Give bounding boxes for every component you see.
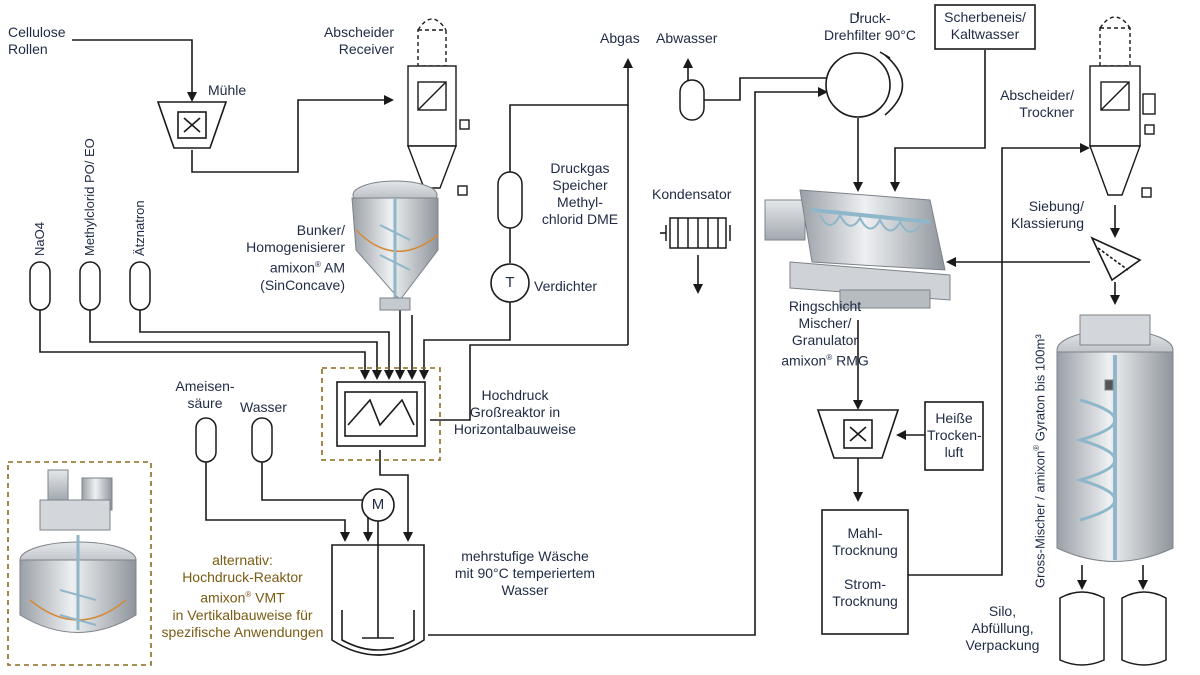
label-siebung: Siebung/Klassierung <box>1010 198 1084 231</box>
tank-druckgas <box>497 171 523 229</box>
line-muehle-receiver <box>191 95 394 173</box>
muehle2-symbol <box>816 409 900 459</box>
waesche-vessel <box>331 488 425 656</box>
verdichter-letter: T <box>505 274 515 291</box>
vmt-reactor-image <box>19 469 137 633</box>
line-cellulose-muehle <box>72 39 197 102</box>
receiver-symbol <box>406 18 470 196</box>
tank-wasser <box>251 417 273 463</box>
bunker-vessel <box>351 180 439 311</box>
tank-aetznatron <box>129 261 151 311</box>
line-waesche-filter <box>428 87 828 636</box>
tank-methylchlorid <box>79 261 101 311</box>
label-verdichter: Verdichter <box>534 278 598 294</box>
reactor-dashed-box <box>321 367 441 461</box>
muehle-symbol <box>156 101 228 149</box>
tank-nao4 <box>29 261 51 311</box>
label-abwasser: Abwasser <box>656 30 718 46</box>
label-aetznatron: Ätznatron <box>132 200 147 256</box>
label-gross-mischer: Gross-Mischer / amixon® Gyraton bis 100m… <box>1032 334 1048 588</box>
label-methylchlorid: Methylclorid PO/ EO <box>82 138 97 256</box>
line-methylchlorid <box>89 310 382 380</box>
drehfilter-symbol <box>825 51 904 118</box>
siebung-symbol <box>1090 236 1142 282</box>
alternativ-dashed-box <box>7 461 152 666</box>
kondensator-symbol <box>665 217 731 249</box>
gyraton-mixer-image <box>1056 314 1174 562</box>
label-kondensator: Kondensator <box>652 186 732 202</box>
mahl-trocknung-box <box>821 509 909 635</box>
trockner-symbol <box>1088 16 1156 198</box>
line-aetznatron <box>139 310 394 380</box>
label-scherbeneis: Scherbeneis/Kaltwasser <box>944 9 1026 42</box>
label-druckfilter: Druck-Drehfilter 90°C <box>824 10 916 43</box>
label-abscheider-trockner: Abscheider/Trockner <box>1000 87 1074 120</box>
label-muehle: Mühle <box>208 82 247 98</box>
reactor-symbol <box>336 381 426 447</box>
label-wasser: Wasser <box>240 399 287 415</box>
rmg-granulator-image <box>764 189 951 309</box>
label-abgas: Abgas <box>600 30 640 46</box>
silo-2 <box>1121 591 1167 666</box>
label-nao4: NaO4 <box>32 222 47 256</box>
scherbeneis-box <box>934 4 1036 50</box>
tank-abwasser <box>679 79 705 121</box>
line-nao4 <box>39 310 370 380</box>
verdichter-symbol <box>490 263 530 303</box>
line-verdichter-reactor <box>419 302 511 380</box>
tank-ameisensaeure <box>195 417 217 463</box>
label-ameisensaeure: Ameisen-säure <box>175 378 235 411</box>
heisse-luft-box <box>924 401 984 471</box>
silo-1 <box>1059 591 1105 666</box>
label-silo: Silo,Abfüllung,Verpackung <box>965 603 1040 653</box>
motor-letter: M <box>371 496 385 513</box>
